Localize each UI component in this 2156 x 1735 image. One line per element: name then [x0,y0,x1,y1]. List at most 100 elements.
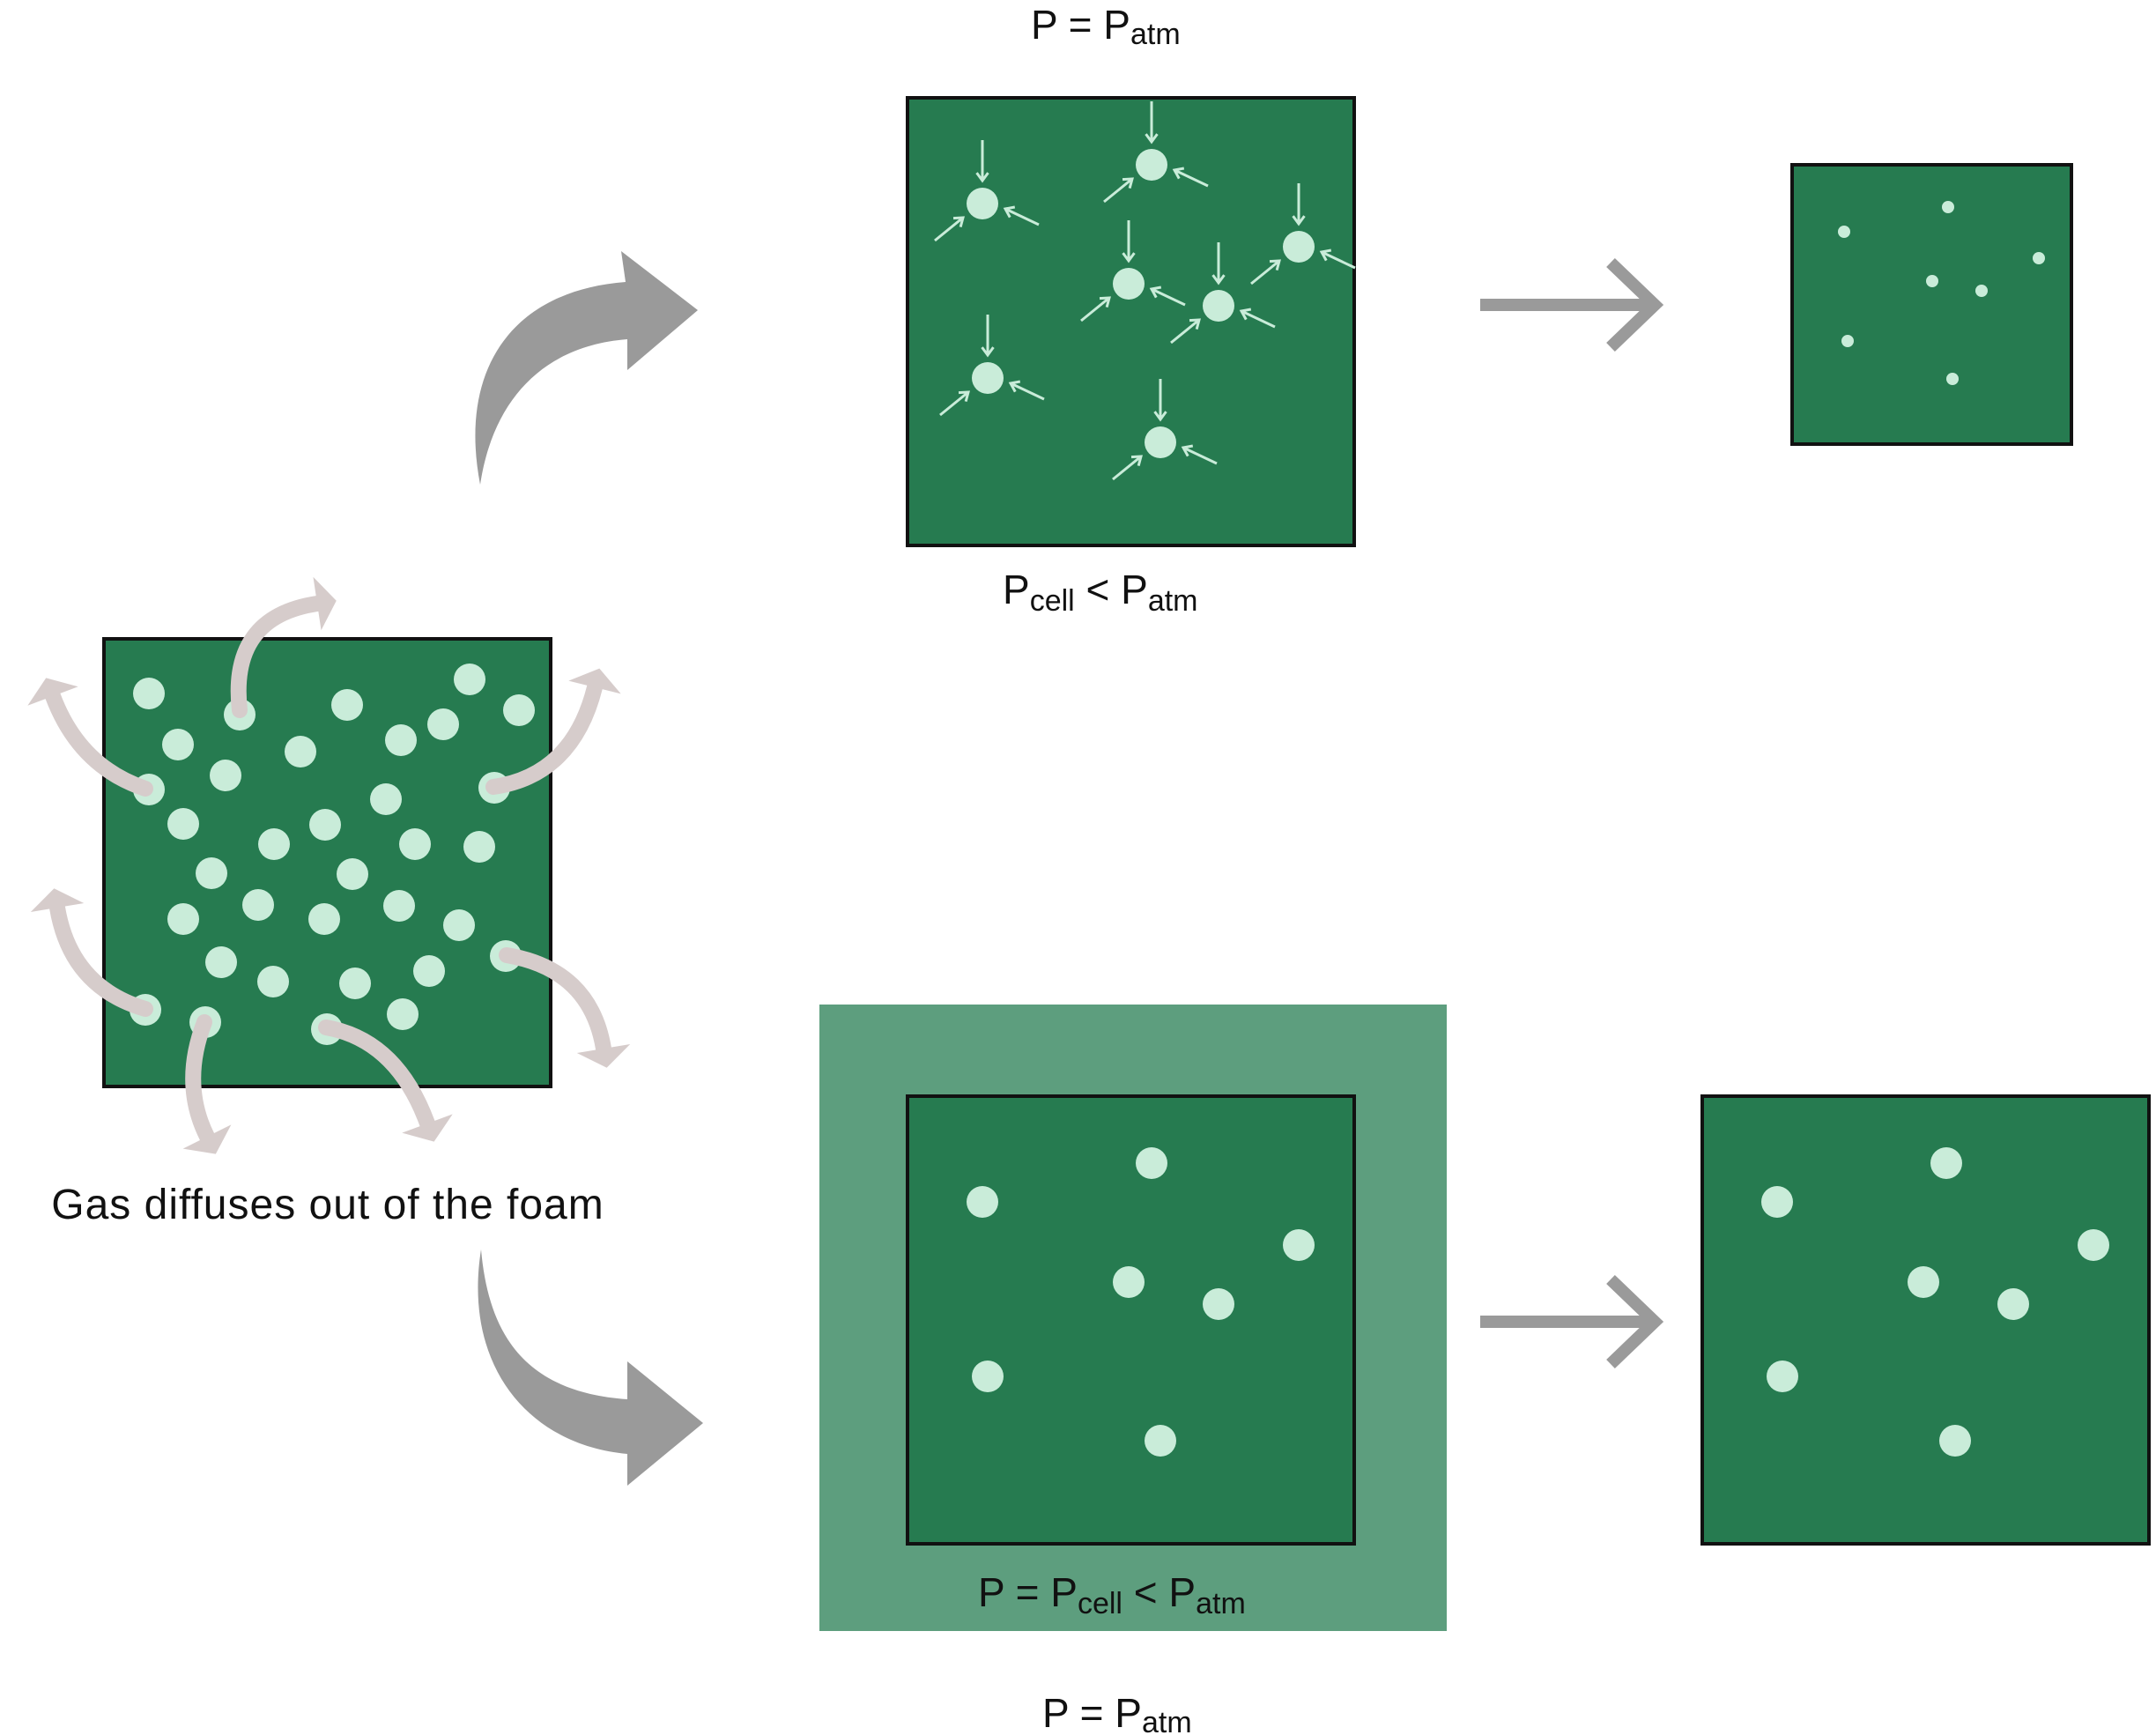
caption-gas-diffuses: Gas diffuses out of the foam [51,1182,604,1228]
bubble [1761,1186,1793,1218]
bottom-foam-final-block [1700,1094,2151,1546]
bubble [1203,1288,1234,1320]
pressure-arrow-icon [1145,101,1159,145]
bubble [370,783,402,815]
pressure-arrow-icon [939,390,970,417]
bubble [285,736,316,767]
bubble [399,828,431,860]
bubble [1946,373,1959,385]
pressure-arrow-icon [1250,259,1281,285]
diffusion-arrow-icon [318,1019,453,1142]
pressure-arrows [934,101,1356,481]
pressure-arrow-icon [1003,205,1040,226]
bubble [972,1361,1004,1392]
pressure-arrow-icon [1153,379,1167,422]
curved-arrow-down-icon [478,1249,703,1486]
top-foam-compressed-block [906,96,1356,547]
bubble [1930,1147,1962,1179]
bubble [167,903,199,935]
bubble [1841,335,1854,347]
diffusion-arrow-icon [182,1014,232,1154]
bubble [972,362,1004,394]
bubble [242,889,274,921]
top-foam-bubbles [967,149,1315,458]
top-foam-shrunk-block [1790,163,2073,446]
top-cell-relation-label: Pcell < Patm [1003,567,1198,618]
bubble [1767,1361,1798,1392]
right-arrow-icon [1480,257,1664,352]
bubble [196,857,227,889]
pressure-arrow-icon [1239,308,1276,329]
diffusion-arrow-icon [230,576,337,718]
pressure-arrow-icon [1122,220,1136,263]
bubble [1939,1425,1971,1457]
bubble [427,708,459,740]
pressure-arrow-icon [1181,444,1218,465]
diffusion-arrow-icon [485,668,621,795]
bubble [210,760,241,791]
top-pressure-label: P = Patm [1031,2,1181,51]
bubble [2033,252,2045,264]
bubble [258,828,290,860]
bubble [309,809,341,841]
pressure-arrow-icon [1211,242,1226,285]
bottom-inner-relation-label: P = Pcell < Patm [978,1569,1246,1620]
bubble [454,664,485,695]
diffusion-arrows [27,576,631,1154]
bubble [2078,1229,2109,1261]
bubble [1136,1147,1167,1179]
bubble [337,858,368,890]
pressure-arrow-icon [934,216,965,242]
diffusion-arrow-icon [30,888,153,1017]
bubble [1283,231,1315,263]
bubble [162,729,194,760]
bubble [167,808,199,840]
pressure-arrow-icon [1080,296,1111,323]
curved-arrow-up-icon [475,251,698,485]
bubble [1908,1266,1939,1298]
bubble [1997,1288,2029,1320]
pressure-arrow-icon [1008,380,1045,401]
bottom-foam-bubbles [967,1147,1315,1457]
bubble [385,724,417,756]
shrunk-foam-bubbles [1838,201,2045,385]
bubble [1113,268,1145,300]
bubble [503,694,535,726]
bubble [339,968,371,999]
pressure-arrow-icon [1103,177,1134,204]
bubble [413,955,445,987]
bubble [133,678,165,709]
bubble [1942,201,1954,213]
bubble [443,909,475,941]
pressure-arrow-icon [975,140,989,183]
initial-foam-bubbles [130,664,535,1045]
initial-foam-group [27,576,631,1154]
pressure-arrow-icon [1319,248,1356,270]
bubble [1145,426,1176,458]
bubble [967,1186,998,1218]
bubble [1975,285,1988,297]
initial-foam-block [102,637,552,1088]
bubble [463,831,495,863]
pressure-arrow-icon [1149,285,1186,307]
bubble [1113,1266,1145,1298]
pressure-arrow-icon [1292,183,1306,226]
bubble [331,689,363,721]
bubble [967,188,998,219]
bubble [387,998,419,1030]
diffusion-arrow-icon [27,678,153,797]
bubble [308,903,340,935]
bubble [1838,226,1850,238]
pressure-arrow-icon [981,315,995,358]
bubble [257,966,289,997]
bubble [1136,149,1167,181]
bubble [1283,1229,1315,1261]
final-foam-bubbles [1761,1147,2109,1457]
bubble [205,946,237,978]
bubble [383,890,415,922]
bubble [1203,290,1234,322]
diffusion-arrow-icon [499,947,631,1068]
bottom-foam-block [906,1094,1356,1546]
pressure-arrow-icon [1170,318,1201,345]
